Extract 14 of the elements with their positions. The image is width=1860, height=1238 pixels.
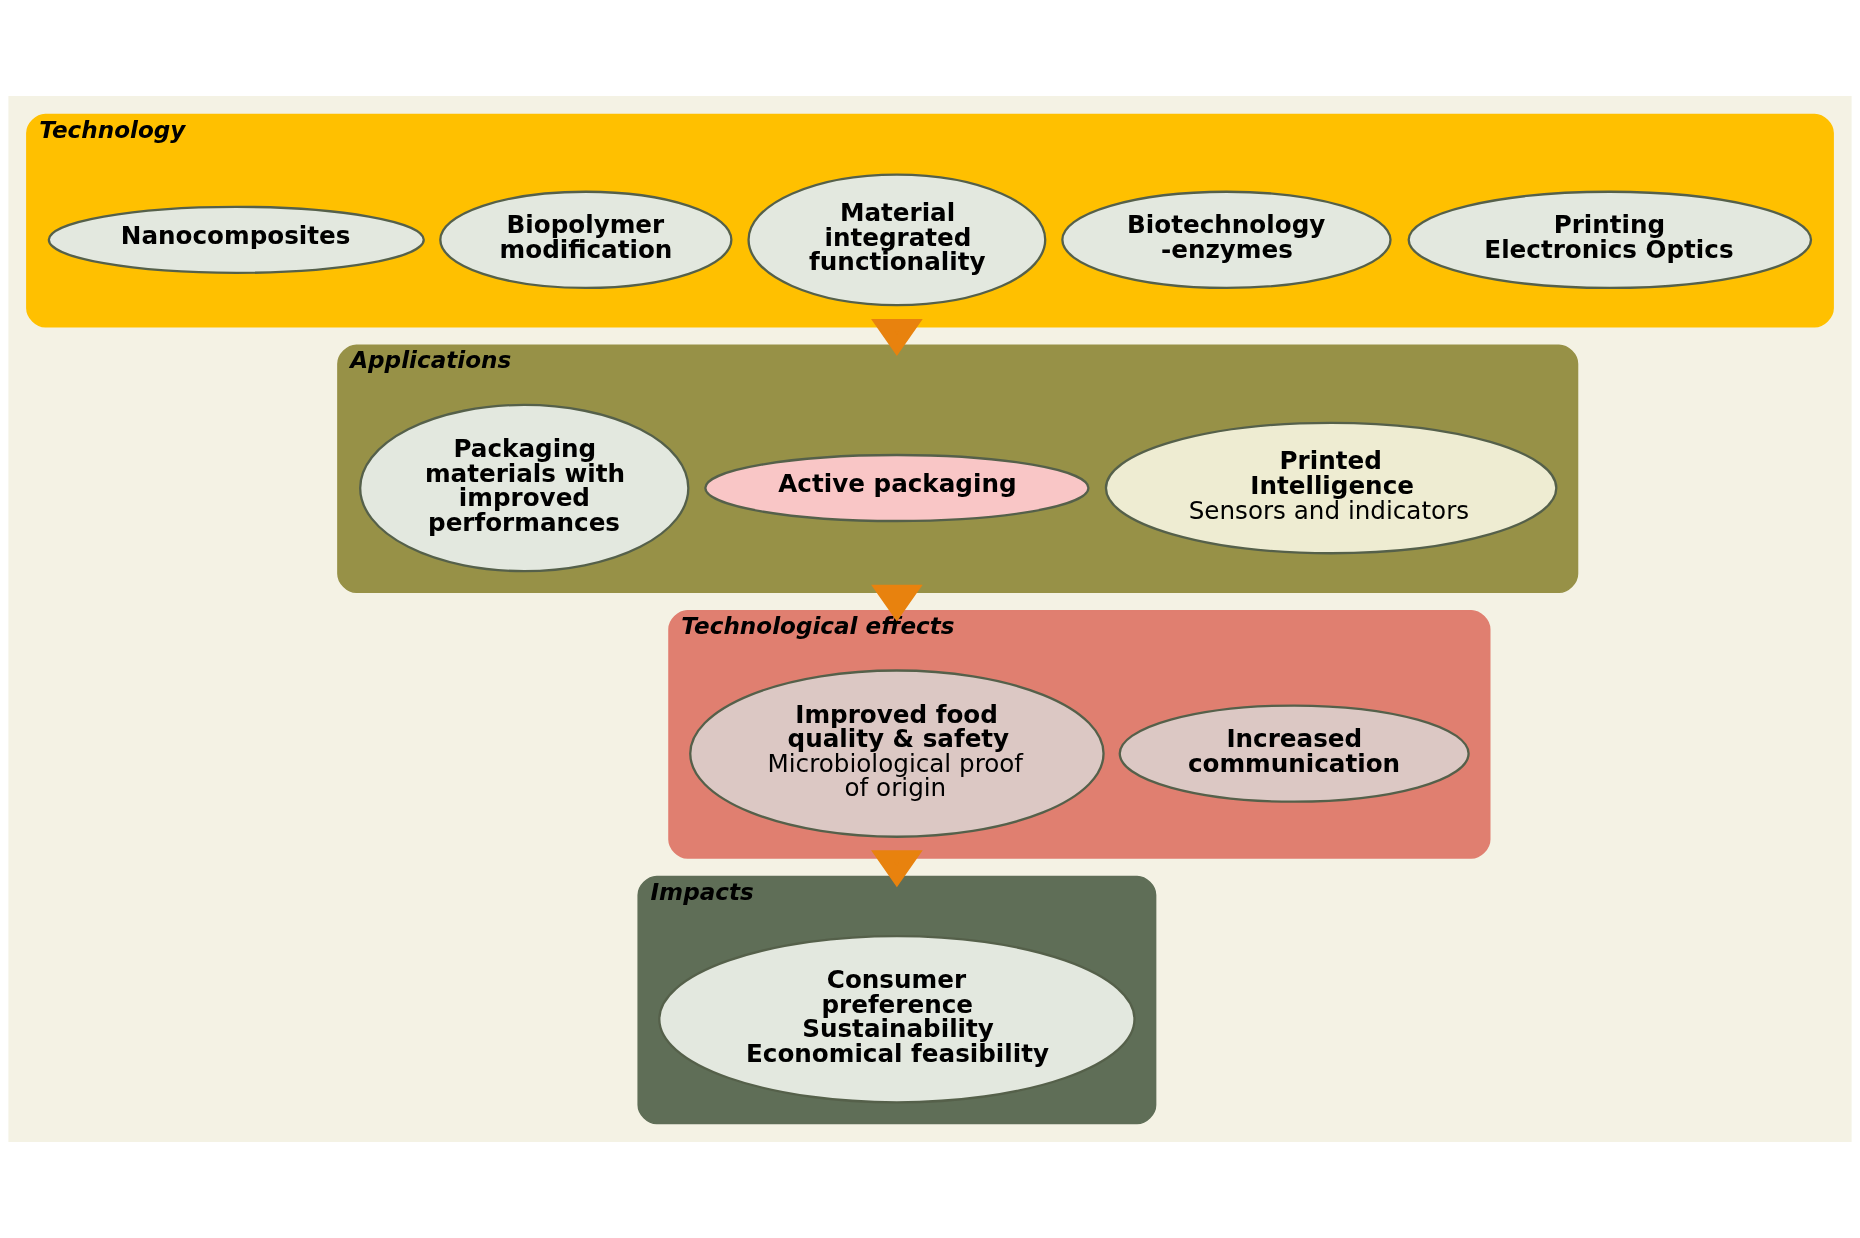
arrow — [871, 584, 923, 622]
node-ellipse: Packaging materials with improved performances — [359, 403, 690, 573]
arrow — [871, 319, 923, 356]
node-ellipse: Consumer preference Sustainability Economical feasibility — [658, 934, 1136, 1104]
node-ellipse: Material integrated functionality — [747, 173, 1047, 307]
node-ellipse: Biotechnology -enzymes — [1061, 190, 1392, 290]
node-ellipse: Increased communication — [1118, 704, 1470, 803]
node-ellipse: Printing Electronics Optics — [1407, 190, 1813, 290]
arrow — [871, 850, 923, 888]
node-ellipse: Active packaging — [704, 453, 1090, 523]
node-ellipse: Nanocomposites — [47, 205, 425, 274]
node-ellipse: Improved food quality & safety Microbiological proof of origin — [689, 669, 1105, 838]
node-ellipse: Printed Intelligence Sensors and indicators — [1104, 421, 1558, 555]
node-ellipse: Biopolymer modification — [439, 190, 733, 290]
